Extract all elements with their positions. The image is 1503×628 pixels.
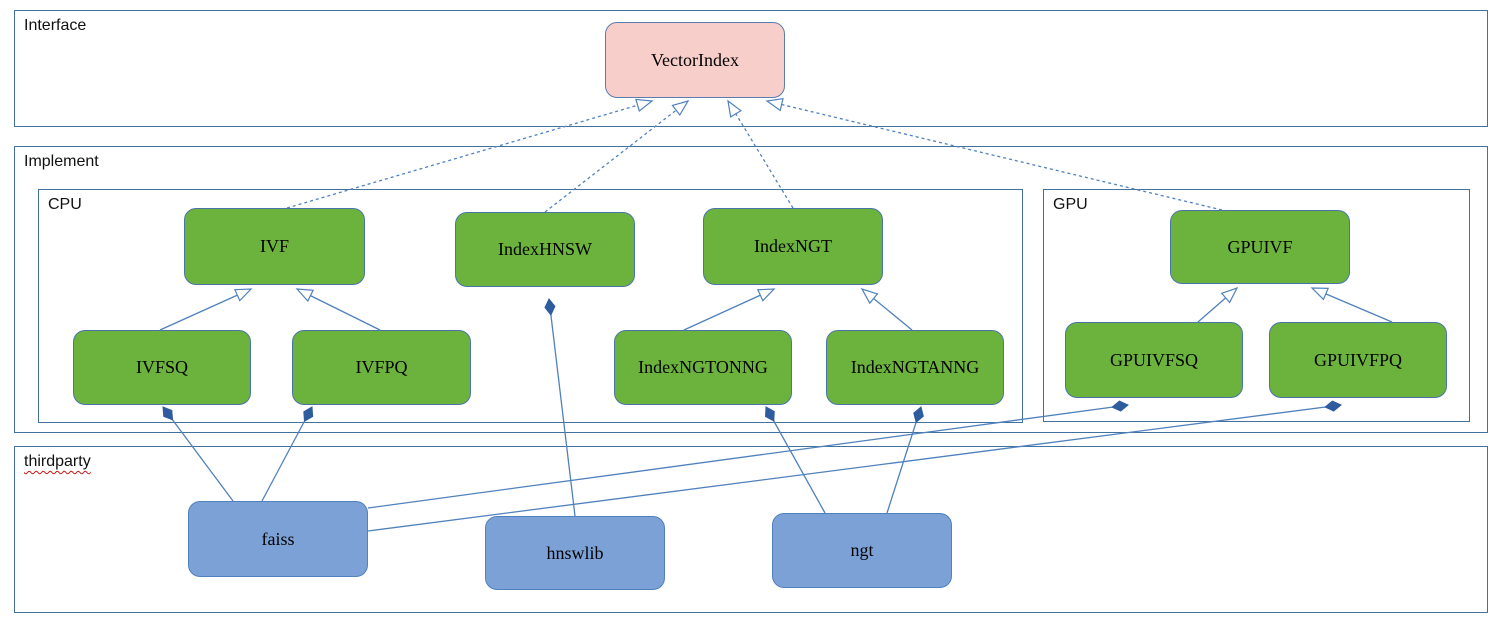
container-implement-label: Implement	[24, 153, 99, 170]
container-cpu-label: CPU	[48, 196, 82, 213]
container-interface-label: Interface	[24, 17, 87, 34]
node-ivfsq-label: IVFSQ	[135, 357, 188, 377]
node-gpuivf-label: GPUIVF	[1227, 236, 1293, 257]
node-ivfsq: IVFSQ	[73, 330, 251, 405]
node-vectorindex: VectorIndex	[605, 22, 785, 98]
node-indexhnsw: IndexHNSW	[455, 212, 635, 287]
node-indexhnsw-label: IndexHNSW	[498, 239, 592, 259]
node-ivfpq: IVFPQ	[292, 330, 471, 405]
node-hnswlib: hnswlib	[485, 516, 665, 590]
node-indexngtonng-label: IndexNGTONNG	[638, 357, 768, 377]
node-vectorindex-label: VectorIndex	[651, 49, 739, 70]
node-ngt: ngt	[772, 513, 952, 588]
node-ngt-label: ngt	[850, 540, 874, 560]
node-gpuivfpq: GPUIVFPQ	[1269, 322, 1447, 398]
node-gpuivf: GPUIVF	[1170, 210, 1350, 284]
node-faiss: faiss	[188, 501, 368, 577]
container-gpu-label: GPU	[1053, 196, 1088, 213]
node-ivf: IVF	[184, 208, 365, 285]
node-ivfpq-label: IVFPQ	[355, 357, 408, 377]
node-gpuivfpq-label: GPUIVFPQ	[1313, 349, 1403, 370]
node-indexngt: IndexNGT	[703, 208, 883, 285]
node-indexngt-label: IndexNGT	[754, 236, 832, 256]
node-ivf-label: IVF	[259, 236, 289, 256]
container-thirdparty-label: thirdparty	[24, 453, 91, 470]
node-gpuivfsq-label: GPUIVFSQ	[1109, 349, 1199, 370]
node-indexngtanng: IndexNGTANNG	[826, 330, 1004, 405]
node-hnswlib-label: hnswlib	[546, 542, 604, 563]
node-gpuivfsq: GPUIVFSQ	[1065, 322, 1243, 398]
node-indexngtanng-label: IndexNGTANNG	[850, 357, 980, 377]
node-indexngtonng: IndexNGTONNG	[614, 330, 792, 405]
node-faiss-label: faiss	[261, 528, 295, 549]
